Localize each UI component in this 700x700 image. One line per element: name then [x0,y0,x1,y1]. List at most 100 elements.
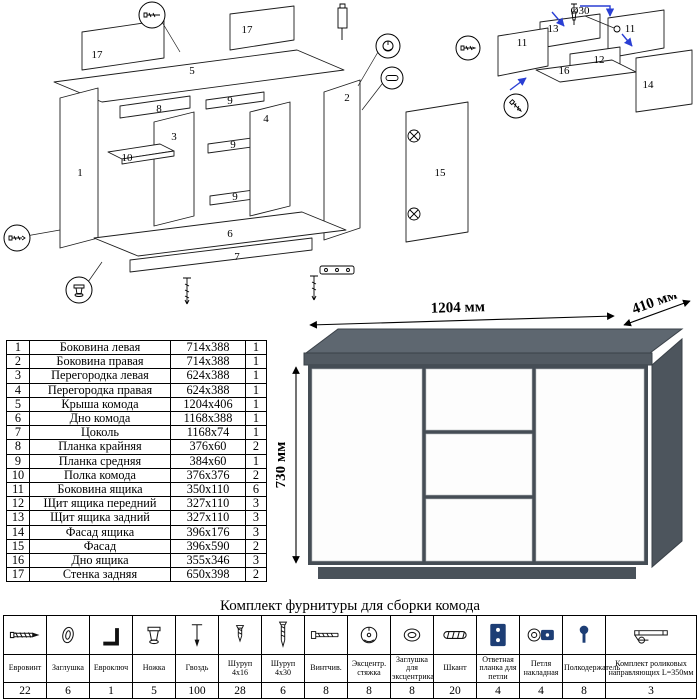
screw-4x16-icon [218,615,262,655]
bolt-icon [304,615,348,655]
part-number: 14 [6,524,30,540]
part-qty: 1 [245,396,267,413]
part-size: 327x110 [170,496,246,512]
part-name: Щит ящика задний [29,510,171,526]
part-qty: 3 [245,553,267,569]
part-qty: 1 [245,411,267,427]
part-name: Цоколь [29,425,171,441]
part-name: Крыша комода [29,396,171,413]
part-name: Перегородка левая [29,368,171,384]
part-name: Планка крайняя [29,439,171,455]
part-size: 714x388 [170,354,246,370]
part-number-label: 5 [189,65,195,77]
part-size: 376x60 [170,439,246,455]
part-number: 3 [6,368,30,384]
part-number-label: 13 [548,23,560,35]
hardware-item-name: Гвоздь [175,654,219,683]
part-qty: 1 [245,382,267,398]
hardware-item-name: Петля накладная [519,654,563,683]
part-number: 4 [6,382,30,398]
part-qty: 1 [245,339,267,356]
leg-icon [132,615,176,655]
part-number-label: 4 [263,113,269,125]
hardware-item-name: Комплект роликовых направляющих L=350мм [605,654,697,683]
hardware-item-qty: 8 [562,682,606,699]
dowel-icon [433,615,477,655]
part-number-label: 9 [227,95,233,107]
hardware-item-name: Шкант [433,654,477,683]
drawer-front-3 [425,498,533,562]
part-number-label: 1 [77,167,83,179]
part-number-label: 10 [122,152,134,164]
hardware-item-qty: 22 [3,682,47,699]
confirmat-screw [183,277,191,305]
hardware-item-name: Шуруп 4x30 [261,654,305,683]
part-number: 1 [6,339,30,356]
part-number: 5 [6,396,30,413]
dowel-callout [380,66,404,90]
part-qty: 1 [245,354,267,370]
part-size: 714x388 [170,339,246,356]
hardware-item-qty: 6 [261,682,305,699]
part-number: 8 [6,439,30,455]
part-number: 16 [6,553,30,569]
hardware-item-name: Полкодержатель [562,654,620,683]
leg-callout [65,276,93,304]
hinge-cup-marks [407,129,421,221]
part-number-label: 12 [594,54,605,66]
part-name: Дно ящика [29,553,171,569]
dresser-top-edge [303,352,653,366]
part-number-label: 9 [230,139,236,151]
part-qty: 2 [245,538,267,555]
part-size: 396x176 [170,524,246,540]
shelf-pin-icon [562,615,606,655]
part-size: 384x60 [170,453,246,469]
part-qty: 3 [245,496,267,512]
part-number-label: 7 [234,251,240,263]
part-size: 624x388 [170,368,246,384]
part-size: 1168x388 [170,411,246,427]
nail-icon [175,615,219,655]
part-size: 327x110 [170,510,246,526]
hardware-item-name: Ответная планка для петли [476,654,520,683]
wood-screw [310,275,318,301]
right-door [535,368,645,562]
drawer-front-2 [425,433,533,496]
part-size: 350x110 [170,482,246,498]
plug-icon [46,615,90,655]
part-size: 624x388 [170,382,246,398]
drawer-front-1 [425,368,533,431]
hardware-item-qty: 8 [347,682,391,699]
part-name: Щит ящика передний [29,496,171,512]
part-number-label: Ø30 [571,5,590,17]
part-size: 650x398 [170,567,246,583]
assembly-direction-arrows [509,5,633,91]
part-number: 15 [6,538,30,555]
part-number-label: 17 [92,49,104,61]
part-qty: 2 [245,567,267,583]
left-door [311,368,423,562]
part-qty: 3 [245,524,267,540]
part-name: Планка средняя [29,453,171,469]
part-number: 9 [6,453,30,469]
hardware-item-qty: 28 [218,682,262,699]
part-name: Полка комода [29,467,171,484]
part-qty: 6 [245,482,267,498]
part-number-label: 8 [156,103,162,115]
hardware-item-qty: 6 [46,682,90,699]
part-size: 396x590 [170,538,246,555]
part-name: Дно комода [29,411,171,427]
